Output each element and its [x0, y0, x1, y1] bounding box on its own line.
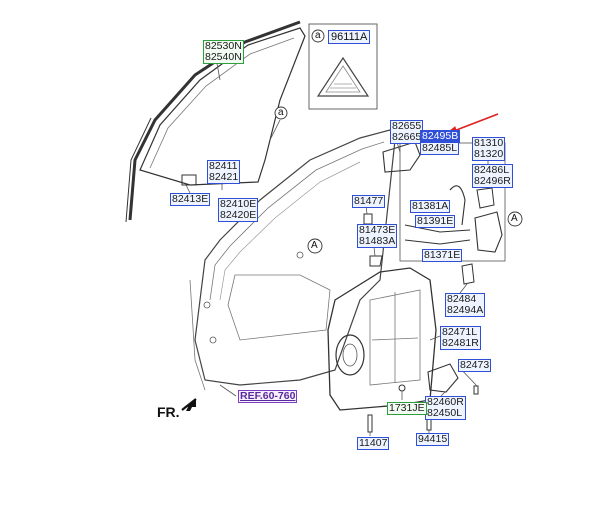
warning-label-icon	[316, 56, 370, 97]
run-channel	[128, 20, 301, 221]
callout-a2-circle	[507, 211, 523, 227]
bolt-b-icon	[367, 414, 373, 433]
latch-actuator	[474, 211, 503, 253]
screw-label[interactable]: 82473	[458, 359, 492, 372]
callout-a: A	[311, 240, 318, 251]
marker-a-circle	[274, 106, 288, 120]
handle-second-label[interactable]: 82485L	[420, 142, 460, 155]
callout-a-circle	[307, 238, 323, 254]
regulator-motor	[427, 363, 459, 393]
cable-b-label[interactable]: 81391E	[415, 215, 456, 228]
inset-marker-circle	[311, 29, 325, 43]
regulator-bracket	[461, 263, 475, 285]
cable-a-label[interactable]: 81381A	[410, 200, 451, 213]
cable-c-label[interactable]: 81371E	[422, 249, 463, 262]
clip-label[interactable]: 81477	[352, 195, 386, 208]
glass-clip-label[interactable]: 82413E	[170, 193, 211, 206]
callout-a2: A	[511, 213, 518, 224]
bolt-c-label[interactable]: 94415	[416, 433, 450, 446]
reference-link[interactable]: REF.60-760	[238, 390, 298, 403]
front-direction-label: FR.	[157, 404, 180, 420]
bolt-a-icon	[398, 384, 406, 392]
outside-handle	[382, 141, 421, 173]
inset-marker: a	[315, 30, 321, 41]
inset-box	[308, 23, 378, 110]
glass-clip	[181, 174, 197, 186]
door-clip	[363, 213, 373, 225]
inset-code[interactable]: 96111A	[328, 30, 371, 44]
bolt-a-label[interactable]: 1731JE	[387, 402, 427, 415]
glass-marker: a	[278, 107, 284, 118]
door-striker	[369, 255, 383, 267]
leader-lines	[185, 57, 489, 436]
screw-icon	[473, 385, 479, 395]
bolt-b-label[interactable]: 11407	[357, 437, 390, 450]
